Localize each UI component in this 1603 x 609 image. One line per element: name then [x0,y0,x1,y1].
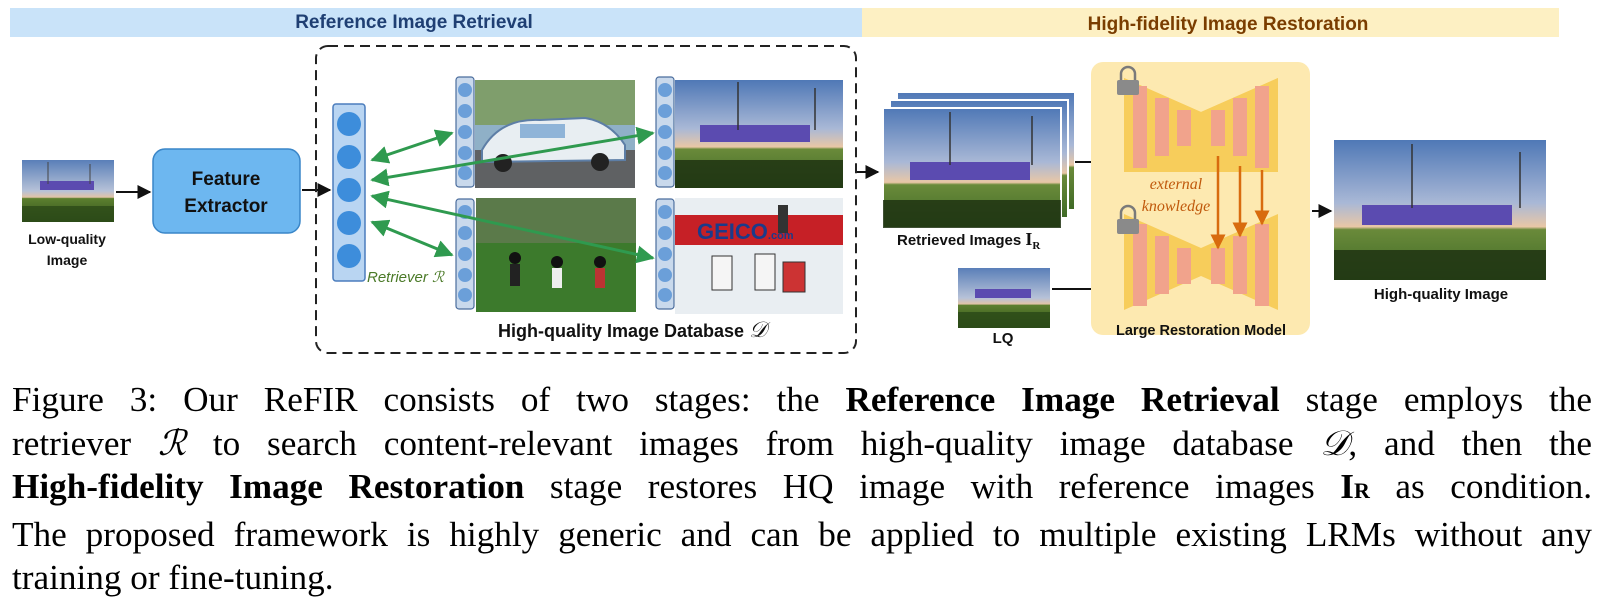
retrieved-images-label: Retrieved Images IR [897,229,1041,252]
caption-line: The proposed framework is highly generic… [12,514,1592,554]
db-image-football [476,198,636,312]
lq-input-label-line1: Low-quality [28,231,106,247]
db-feature-vector [655,76,675,188]
retrieval-region [315,45,857,354]
low-quality-input-image [22,160,114,222]
high-quality-output-image [1334,140,1546,280]
hq-output-label: High-quality Image [1374,286,1508,303]
retrieved-images-stack [882,91,1076,229]
db-image-car [475,80,635,188]
db-image-stadium [675,80,843,188]
external-knowledge-label-line1: external [1150,176,1203,193]
lock-icon [1117,65,1139,95]
knowledge-injection-arrows [1210,156,1270,250]
caption-line: High-fidelity Image Restoration stage re… [12,467,1592,506]
restoration-model-label: Large Restoration Model [1116,323,1286,339]
lq-label: LQ [993,330,1014,347]
lq-image [958,268,1050,328]
refir-pipeline-figure: Reference Image Retrieval High-fidelity … [10,8,1559,354]
lock-icon [1117,204,1139,234]
banner-restoration-label: High-fidelity Image Restoration [1088,14,1369,35]
caption-line: retriever ℛ to search content-relevant i… [12,422,1592,464]
retriever-label: Retriever ℛ [367,268,445,286]
db-image-hockey: GEICO.com [675,198,843,314]
feature-extractor-label-line1: Feature [192,169,261,190]
database-label: High-quality Image Database 𝒟 [498,318,771,343]
query-feature-vector [332,103,366,282]
reference-branch [1124,78,1278,172]
hockey-sign-text: GEICO.com [697,219,794,244]
banner-retrieval [10,8,862,37]
restoration-branch [1124,214,1278,310]
feature-extractor-label-line2: Extractor [184,196,268,217]
banner-retrieval-label: Reference Image Retrieval [295,12,533,33]
external-knowledge-label-line2: knowledge [1142,198,1210,215]
caption-line: Figure 3: Our ReFIR consists of two stag… [12,380,1592,419]
caption-line: training or fine-tuning. [12,558,334,597]
feature-extractor-box [152,148,301,234]
banner-restoration [862,8,1559,37]
similarity-arrows [370,126,655,264]
db-feature-vector [655,198,675,310]
figure-caption: Figure 3: Our ReFIR consists of two stag… [12,378,1592,600]
lq-input-label-line2: Image [47,252,88,268]
db-feature-vector [455,76,475,188]
